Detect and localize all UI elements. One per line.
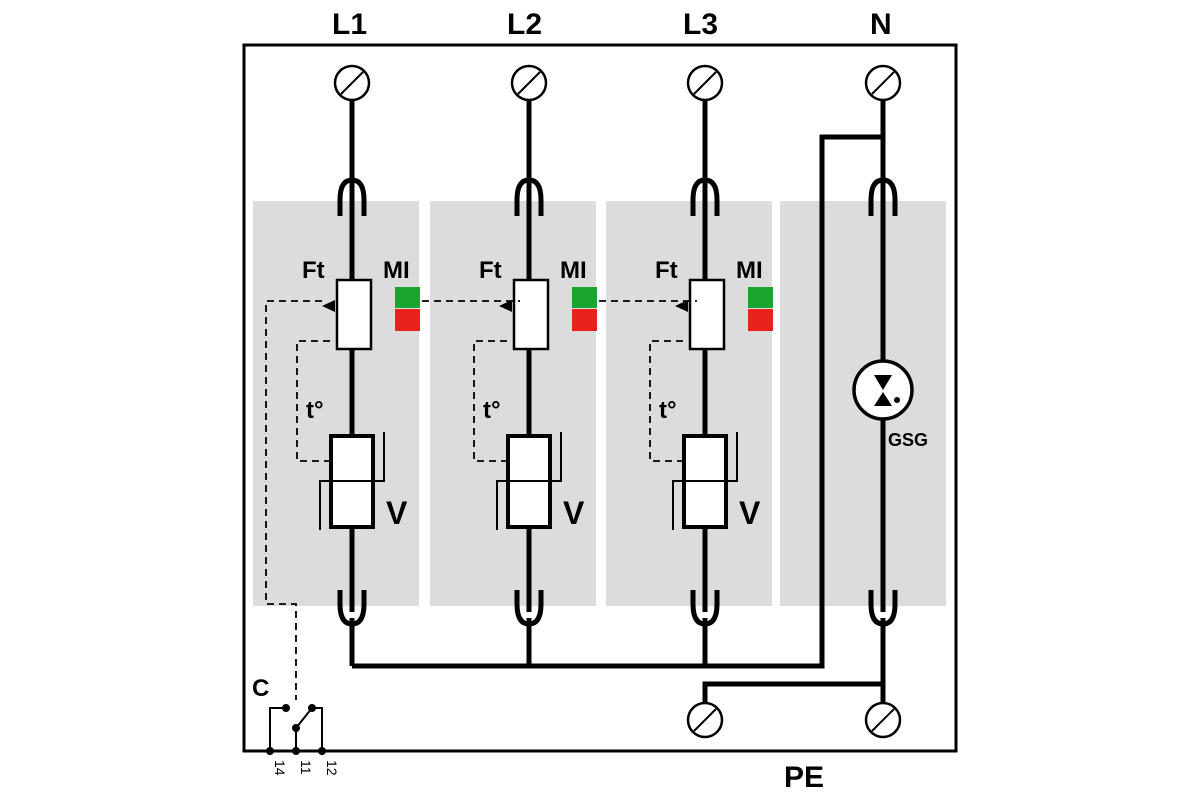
- screw-slot: [693, 71, 717, 95]
- fuse-label: Ft: [302, 257, 325, 284]
- indicator-green: [748, 287, 773, 308]
- indicator-label: MI: [560, 257, 587, 284]
- module-panel-l2: [430, 201, 596, 606]
- pin-label-11: 11: [298, 760, 314, 775]
- varistor-slash-icon: [726, 432, 738, 482]
- terminal-label-l3: L3: [683, 8, 718, 41]
- gdt-triangle-down: [874, 375, 892, 390]
- terminal-label-pe: PE: [784, 761, 824, 794]
- plug-contact-top-icon: [514, 177, 544, 216]
- gdt-dot: [894, 397, 900, 403]
- contact-wire-12: [312, 707, 323, 750]
- plug-contact-top-icon: [337, 177, 367, 216]
- fuse-trigger-icon: [499, 300, 512, 312]
- thermal-label: t°: [306, 397, 324, 424]
- varistor-label: V: [739, 495, 761, 531]
- thermal-label: t°: [483, 397, 501, 424]
- pin-dot: [266, 747, 274, 755]
- varistor-label: V: [386, 495, 408, 531]
- switch-blade-icon: [295, 707, 313, 729]
- module-panel-l3: [606, 201, 772, 606]
- pe-terminal-2: [864, 701, 902, 739]
- enclosure-frame: [242, 43, 958, 753]
- terminal-label-l2: L2: [507, 8, 542, 41]
- thermal-link-dashed: [296, 340, 332, 462]
- fuse-label: Ft: [479, 257, 502, 284]
- plug-contact-top-icon: [690, 177, 720, 216]
- varistor-slash-icon: [373, 432, 385, 482]
- indicator-green: [572, 287, 597, 308]
- screw-slot: [693, 708, 717, 732]
- screw-slot: [517, 71, 541, 95]
- thermal-fuse-box: [335, 278, 373, 351]
- gap-label: GSG: [888, 430, 928, 450]
- contact-label: C: [252, 675, 269, 702]
- indicator-red: [395, 309, 420, 331]
- indicator-label: MI: [736, 257, 763, 284]
- varistor-label: V: [563, 495, 585, 531]
- contact-wire-14: [269, 707, 286, 750]
- terminal-label-l1: L1: [332, 8, 367, 41]
- pin-label-14: 14: [272, 760, 288, 776]
- module-panel-l1: [253, 201, 419, 606]
- signal-line-to-contact: [265, 300, 322, 700]
- indicator-green: [395, 287, 420, 308]
- common-bus-wire: [352, 134, 883, 669]
- screw-slot: [871, 708, 895, 732]
- pin-dot: [292, 747, 300, 755]
- indicator-red: [748, 309, 773, 331]
- plug-contact-top-icon: [868, 177, 898, 216]
- screw-slot: [340, 71, 364, 95]
- varistor-slash-icon: [319, 480, 331, 530]
- pe-terminal-1: [686, 701, 724, 739]
- varistor-slash-icon: [496, 480, 508, 530]
- pin-dot: [318, 747, 326, 755]
- module-l2: Ft MI t° V: [473, 64, 597, 666]
- terminal-label-n: N: [870, 8, 892, 41]
- thermal-link-dashed: [473, 340, 509, 462]
- indicator-red: [572, 309, 597, 331]
- contact-point: [292, 724, 300, 732]
- thermal-fuse-box: [512, 278, 550, 351]
- varistor-slash-icon: [672, 480, 684, 530]
- varistor-slash-icon: [550, 432, 562, 482]
- fuse-label: Ft: [655, 257, 678, 284]
- module-l3: Ft MI t° V: [649, 64, 773, 666]
- fuse-trigger-icon: [675, 300, 688, 312]
- thermal-link-dashed: [649, 340, 685, 462]
- pe-bus-wire: [702, 681, 883, 703]
- pin-label-12: 12: [324, 760, 340, 776]
- module-l1: Ft MI t° V: [296, 64, 420, 666]
- contact-point: [308, 704, 316, 712]
- indicator-label: MI: [383, 257, 410, 284]
- screw-slot: [871, 71, 895, 95]
- thermal-label: t°: [659, 397, 677, 424]
- contact-point: [282, 704, 290, 712]
- gdt-triangle-up: [874, 392, 892, 406]
- module-n: GSG: [852, 64, 928, 703]
- fuse-trigger-icon: [322, 300, 335, 312]
- remote-contact: C 14 11 12: [252, 675, 340, 776]
- thermal-fuse-box: [688, 278, 726, 351]
